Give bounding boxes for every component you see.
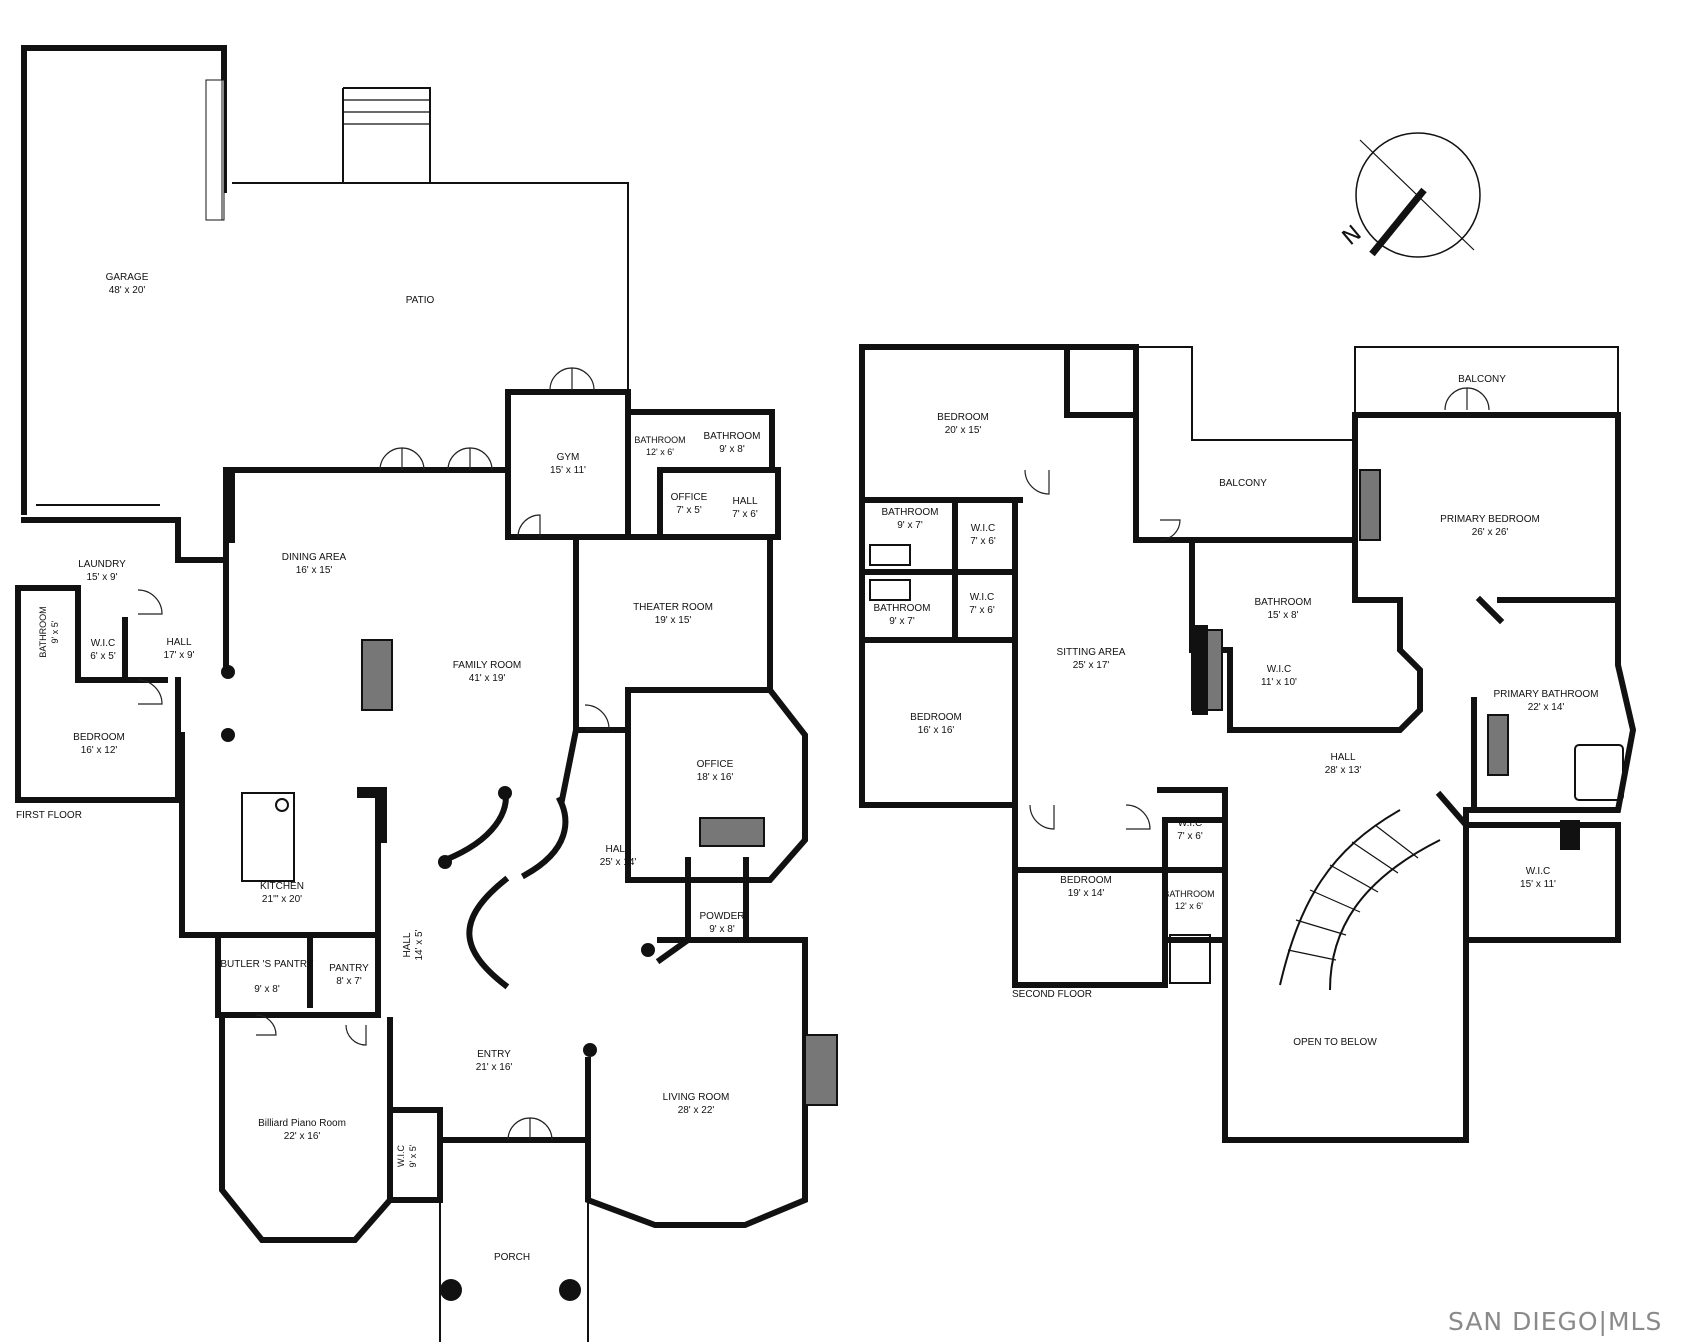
room2-wic-c-name: W.I.C (1267, 664, 1291, 675)
room2-bathroom-c-name: BATHROOM (1254, 597, 1311, 608)
room2-bathroom-b-size: 9' x 7' (889, 616, 915, 627)
room-wic-b-size: 9' x 5' (408, 1144, 418, 1167)
room-kitchen-size: 21'" x 20' (262, 894, 302, 905)
room-billiard-name: Billiard Piano Room (258, 1118, 346, 1129)
room2-sitting-name: SITTING AREA (1057, 647, 1126, 658)
room2-balcony-top-name: BALCONY (1458, 374, 1506, 385)
room-living-name: LIVING ROOM (663, 1092, 730, 1103)
second-floor-walls (859, 344, 1637, 1143)
room-living-size: 28' x 22' (678, 1105, 715, 1116)
room-entry-size: 21' x 16' (476, 1062, 513, 1073)
room-pantry-size: 8' x 7' (336, 976, 362, 987)
room-bathroom-c-size: 9' x 5' (50, 620, 60, 643)
room-entry-name: ENTRY (477, 1049, 511, 1060)
room2-hall-size: 28' x 13' (1325, 765, 1362, 776)
room-hall-main-size: 25' x 14' (600, 857, 637, 868)
room2-sitting-size: 25' x 17' (1073, 660, 1110, 671)
room-family-name: FAMILY ROOM (453, 660, 522, 671)
room-hall-vertical-size: 14' x 5' (414, 929, 425, 960)
room-porch-name: PORCH (494, 1252, 530, 1263)
room2-wic-b-size: 7' x 6' (969, 605, 995, 616)
room2-primary-bedroom-name: PRIMARY BEDROOM (1440, 514, 1540, 525)
room-butler-pantry-size: 9' x 8' (254, 984, 280, 995)
room-wic-a-name: W.I.C (91, 638, 115, 649)
room-bedroom-first-name: BEDROOM (73, 732, 125, 743)
room2-bathroom-a-size: 9' x 7' (897, 520, 923, 531)
room-bathroom-b-size: 9' x 8' (719, 444, 745, 455)
room-hall-small-size: 7' x 6' (732, 509, 758, 520)
room2-bedroom-a-name: BEDROOM (937, 412, 989, 423)
room-gym-size: 15' x 11' (550, 465, 586, 476)
room2-primary-bath-size: 22' x 14' (1528, 702, 1565, 713)
room2-bathroom-c-size: 15' x 8' (1267, 610, 1298, 621)
room2-hall-name: HALL (1330, 752, 1355, 763)
room2-wic-d-name: W.I.C (1178, 818, 1202, 829)
room-laundry-size: 15' x 9' (86, 572, 117, 583)
room2-primary-bath-name: PRIMARY BATHROOM (1493, 689, 1598, 700)
room-wic-a-size: 6' x 5' (90, 651, 116, 662)
second-floor-labels: BEDROOM 20' x 15' BALCONY BALCONY BATHRO… (873, 374, 1598, 1048)
room2-primary-bedroom-size: 26' x 26' (1472, 527, 1509, 538)
room2-wic-d-size: 7' x 6' (1177, 831, 1203, 842)
first-floor-walls (15, 45, 808, 1342)
room2-bedroom-c-size: 19' x 14' (1068, 888, 1105, 899)
room-garage-name: GARAGE (106, 272, 149, 283)
room2-bathroom-d-size: 12' x 6' (1175, 901, 1203, 911)
brand-watermark: SAN DIEGO|MLS (1448, 1307, 1662, 1336)
room-bathroom-b-name: BATHROOM (703, 431, 760, 442)
room-hall-vertical-name: HALL (402, 932, 413, 957)
floor-label-first: FIRST FLOOR (16, 810, 82, 821)
room-laundry-name: LAUNDRY (78, 559, 126, 570)
room-butler-pantry-name-1: BUTLER 'S PANTRY (220, 959, 314, 970)
room2-bedroom-b-size: 16' x 16' (918, 725, 955, 736)
room2-wic-e-size: 15' x 11' (1520, 879, 1556, 890)
compass-north-label: N (1338, 221, 1367, 251)
room-kitchen-name: KITCHEN (260, 881, 304, 892)
room-powder-name: POWDER (700, 911, 745, 922)
fixtures (137, 79, 1624, 1301)
room-gym-name: GYM (557, 452, 580, 463)
room-office-small-size: 7' x 5' (676, 505, 702, 516)
room2-bedroom-b-name: BEDROOM (910, 712, 962, 723)
compass: N (1338, 132, 1481, 258)
room-pantry-name: PANTRY (329, 963, 369, 974)
room-garage-size: 48' x 20' (109, 285, 146, 296)
room-theater-size: 19' x 15' (655, 615, 692, 626)
room2-wic-a-name: W.I.C (971, 523, 995, 534)
room-patio-name: PATIO (406, 295, 435, 306)
room-hall-left-size: 17' x 9' (163, 650, 194, 661)
room2-open-below-name: OPEN TO BELOW (1293, 1037, 1377, 1048)
room-hall-main-name: HALL (605, 844, 630, 855)
room2-wic-b-name: W.I.C (970, 592, 994, 603)
room2-wic-c-size: 11' x 10' (1261, 677, 1297, 688)
room-dining-name: DINING AREA (282, 552, 347, 563)
room-office-small-name: OFFICE (671, 492, 708, 503)
room-wic-b-name: W.I.C (396, 1145, 406, 1167)
room-office-large-size: 18' x 16' (697, 772, 734, 783)
floor-label-second: SECOND FLOOR (1012, 989, 1092, 1000)
room-theater-name: THEATER ROOM (633, 602, 713, 613)
room2-wic-e-name: W.I.C (1526, 866, 1550, 877)
room-powder-size: 9' x 8' (709, 924, 735, 935)
room2-bathroom-b-name: BATHROOM (873, 603, 930, 614)
room2-wic-a-size: 7' x 6' (970, 536, 996, 547)
room-office-large-name: OFFICE (697, 759, 734, 770)
first-floor-labels: GARAGE 48' x 20' PATIO GYM 15' x 11' BAT… (38, 272, 761, 1263)
room2-bathroom-a-name: BATHROOM (881, 507, 938, 518)
room-hall-small-name: HALL (732, 496, 757, 507)
room-bedroom-first-size: 16' x 12' (81, 745, 118, 756)
room-bathroom-c-name: BATHROOM (38, 606, 48, 657)
room-hall-left-name: HALL (166, 637, 191, 648)
room-bathroom-a-name: BATHROOM (634, 435, 685, 445)
room2-balcony-mid-name: BALCONY (1219, 478, 1267, 489)
room2-bedroom-a-size: 20' x 15' (945, 425, 982, 436)
room-family-size: 41' x 19' (469, 673, 506, 684)
room-bathroom-a-size: 12' x 6' (646, 447, 674, 457)
room2-bedroom-c-name: BEDROOM (1060, 875, 1112, 886)
room-dining-size: 16' x 15' (296, 565, 333, 576)
room-billiard-size: 22' x 16' (284, 1131, 321, 1142)
room2-bathroom-d-name: BATHROOM (1163, 889, 1214, 899)
